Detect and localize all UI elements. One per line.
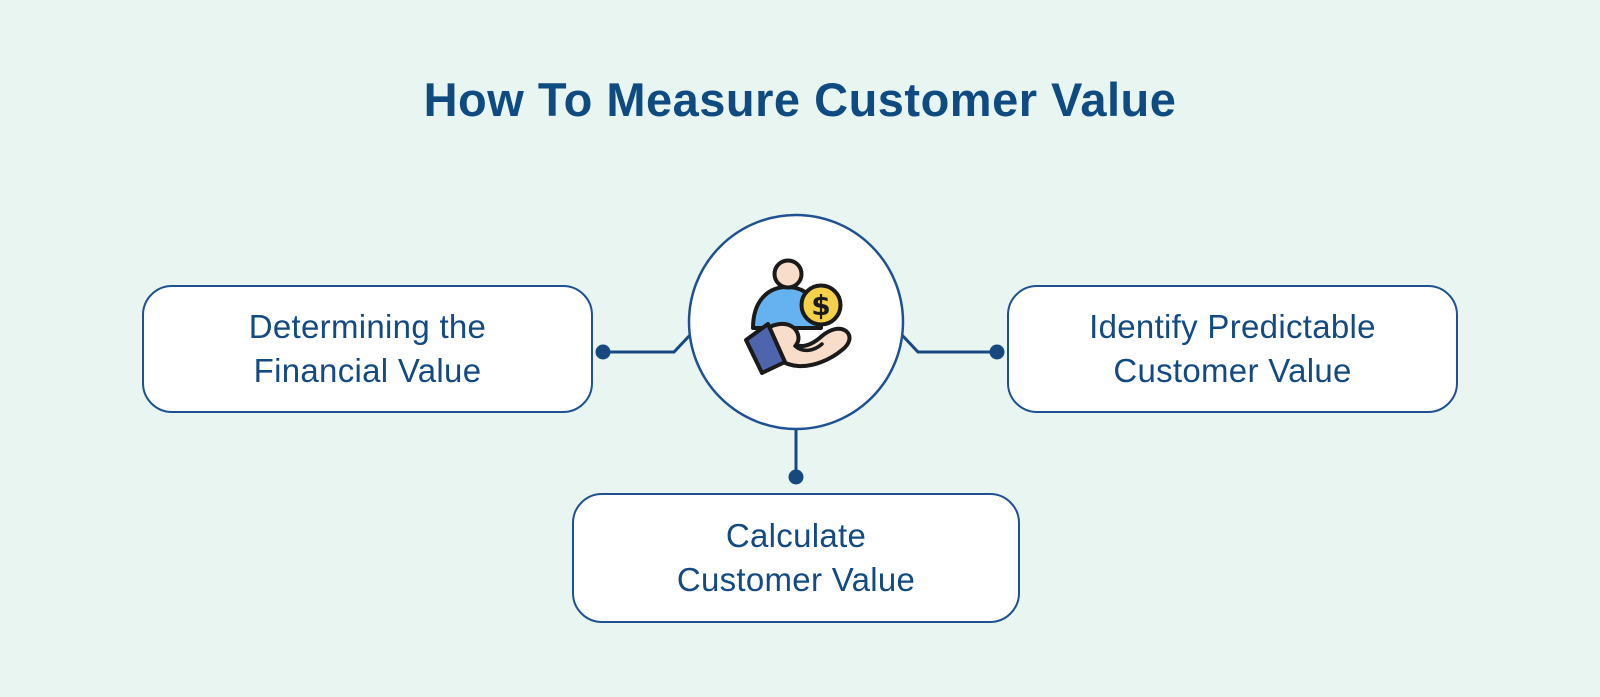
- node-calculate-customer-value: Calculate Customer Value: [572, 493, 1020, 623]
- node-identify-predictable-customer-value: Identify Predictable Customer Value: [1007, 285, 1458, 413]
- node-label-line: Customer Value: [1113, 352, 1352, 389]
- node-label-line: Financial Value: [253, 352, 482, 389]
- hand-holding-customer-dollar-icon: $: [744, 258, 852, 375]
- dollar-sign-glyph: $: [811, 289, 830, 322]
- finger-detail-line: [793, 342, 824, 353]
- connector-dot-bottom: [788, 469, 804, 485]
- connector-dot-right: [989, 344, 1005, 360]
- page-title: How To Measure Customer Value: [423, 73, 1177, 126]
- node-label-line: Calculate: [725, 517, 867, 554]
- node-determining-financial-value: Determining the Financial Value: [142, 285, 593, 413]
- node-label-line: Identify Predictable: [1089, 308, 1376, 345]
- dollar-coin-shape: [799, 283, 843, 327]
- connector-right: [899, 332, 1005, 360]
- connector-bottom: [788, 429, 804, 485]
- node-label-line: Customer Value: [676, 561, 916, 598]
- connector-left: [595, 332, 693, 360]
- sleeve-cuff-shape: [744, 322, 787, 375]
- connector-dot-left: [595, 344, 611, 360]
- node-label-line: Determining the: [248, 308, 487, 345]
- person-head-shape: [772, 258, 804, 290]
